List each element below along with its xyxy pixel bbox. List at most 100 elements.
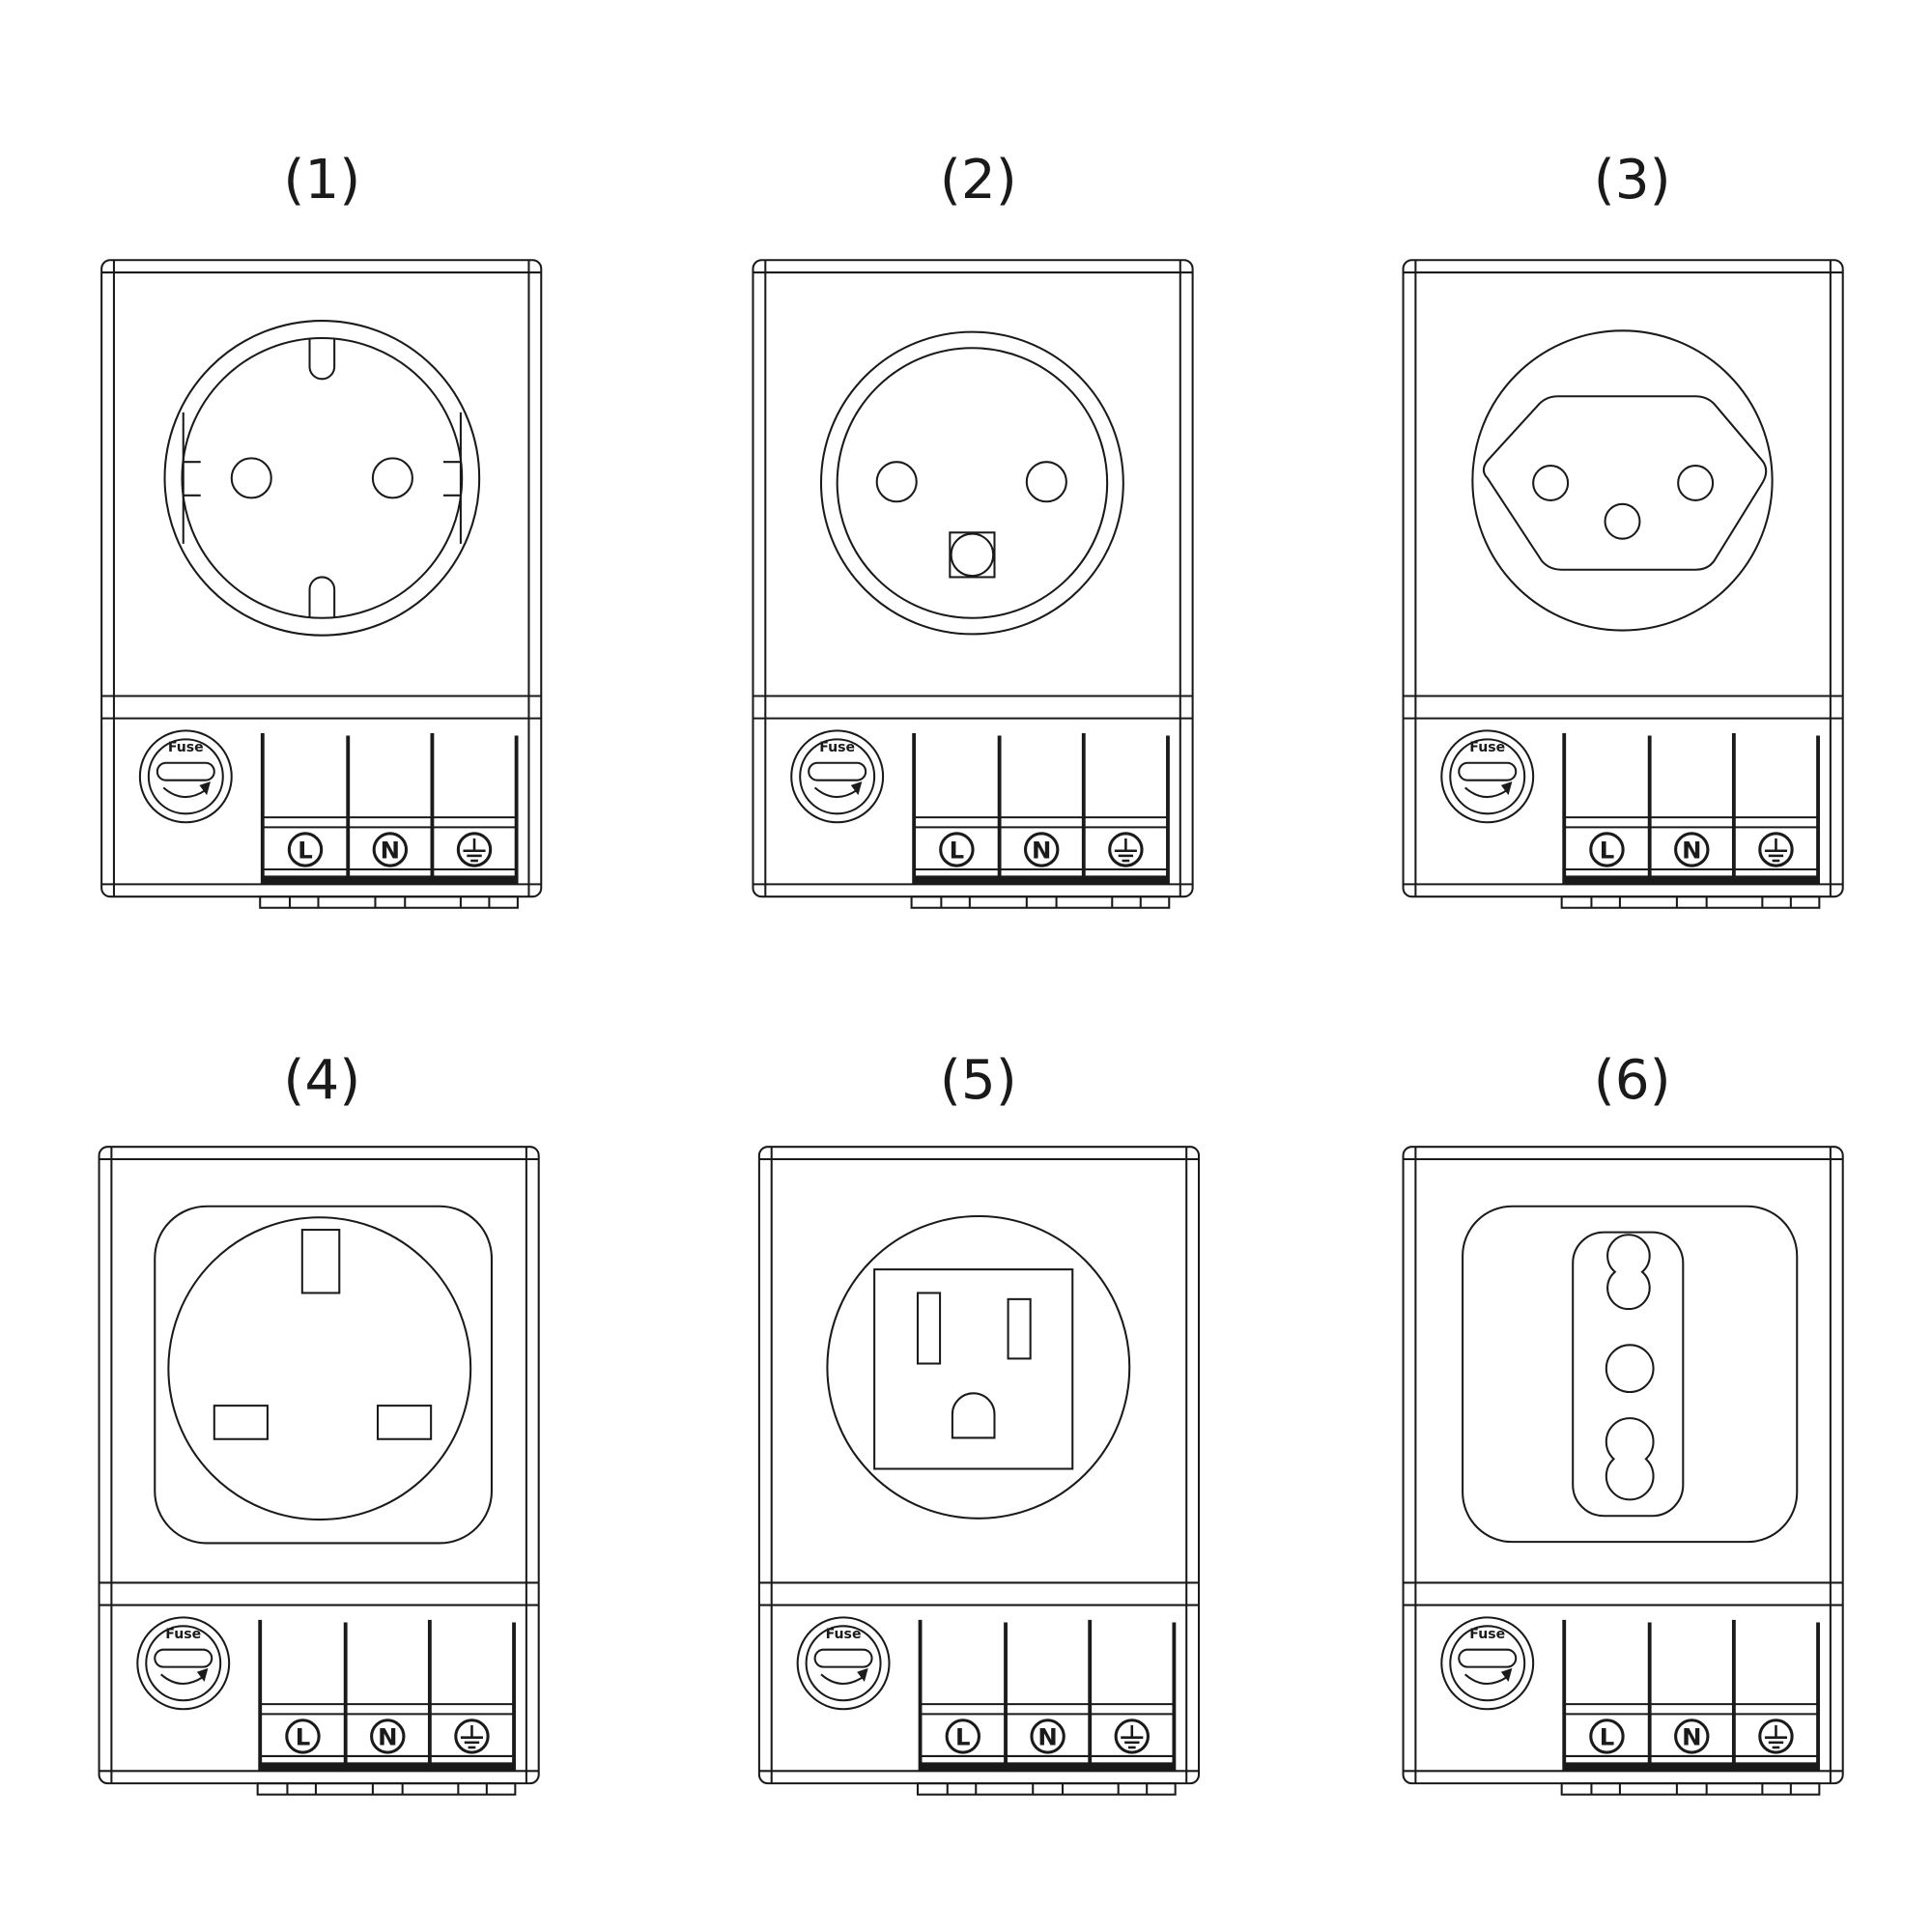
din-rail-clip bbox=[916, 1782, 1177, 1796]
rotate-arrow-icon bbox=[1463, 786, 1508, 799]
clip-outline bbox=[259, 895, 519, 909]
clip-outline bbox=[916, 1782, 1177, 1796]
neutral-terminal-icon: N bbox=[370, 1719, 406, 1754]
terminal-ring bbox=[456, 832, 493, 867]
rotate-arrow-icon bbox=[1463, 1673, 1508, 1685]
fuse-outer bbox=[790, 729, 885, 824]
neutral-slot bbox=[377, 1405, 433, 1440]
live-slot bbox=[213, 1405, 269, 1440]
fuse-slot-icon bbox=[156, 761, 215, 781]
pin-hole bbox=[1677, 465, 1715, 501]
socket-face-us bbox=[826, 1214, 1131, 1520]
fuse-inner bbox=[805, 1625, 882, 1702]
clip-outline bbox=[1560, 1782, 1821, 1796]
arrow-head-icon bbox=[196, 1667, 209, 1683]
fuse-outer bbox=[1440, 1616, 1535, 1711]
fuse-label: Fuse bbox=[168, 740, 204, 755]
terminal-ring bbox=[1589, 1719, 1625, 1754]
terminal-label: L bbox=[296, 1722, 311, 1750]
arrow-head-icon bbox=[199, 781, 211, 796]
fuse-label: Fuse bbox=[826, 1627, 862, 1642]
socket-face-french bbox=[819, 330, 1124, 636]
unit-label: (1) bbox=[283, 149, 360, 212]
fuse-label: Fuse bbox=[165, 1627, 201, 1642]
housing bbox=[1402, 1146, 1844, 1785]
socket-recess bbox=[836, 347, 1109, 619]
pin-hole bbox=[230, 457, 272, 499]
socket-plate bbox=[1462, 1205, 1799, 1544]
pin-hole-bottom bbox=[1605, 1417, 1655, 1501]
clip-outline bbox=[910, 895, 1171, 909]
earth-clip-bottom bbox=[308, 576, 336, 618]
din-rail-clip bbox=[1560, 1782, 1821, 1796]
live-terminal-icon: L bbox=[285, 1719, 321, 1754]
terminal-label: L bbox=[950, 836, 965, 864]
rotate-arrow-icon bbox=[159, 1673, 204, 1685]
fuse-holder: Fuse bbox=[1440, 1616, 1535, 1711]
terminal-ring bbox=[285, 1719, 321, 1754]
fuse-outer bbox=[138, 729, 233, 824]
terminal-ring bbox=[1674, 1719, 1710, 1754]
terminal-ring bbox=[1589, 832, 1625, 867]
fuse-inner bbox=[799, 738, 876, 815]
fuse-inner bbox=[1449, 738, 1526, 815]
rotate-arrow-icon bbox=[813, 786, 858, 799]
terminal-label: N bbox=[381, 836, 400, 864]
pin-hole bbox=[1025, 461, 1067, 503]
socket-rim bbox=[819, 330, 1124, 636]
fuse-label: Fuse bbox=[819, 740, 855, 755]
fuse-slot-icon bbox=[1458, 761, 1518, 781]
rotate-arrow-icon bbox=[820, 1673, 865, 1685]
housing bbox=[100, 259, 543, 898]
terminal-ring bbox=[1674, 832, 1710, 867]
din-rail-clip bbox=[1560, 895, 1821, 909]
terminal-label: L bbox=[298, 836, 313, 864]
socket-rim bbox=[167, 1216, 472, 1521]
housing bbox=[98, 1146, 540, 1785]
din-rail-clip bbox=[256, 1782, 517, 1796]
neutral-terminal-icon: N bbox=[1024, 832, 1060, 867]
housing bbox=[1402, 259, 1844, 898]
terminal-label: N bbox=[1032, 836, 1051, 864]
terminal-ring bbox=[1758, 1719, 1794, 1754]
neutral-terminal-icon: N bbox=[1674, 832, 1710, 867]
socket-recess bbox=[181, 336, 464, 619]
socket-recess bbox=[1572, 1231, 1685, 1518]
terminal-label: L bbox=[1600, 1722, 1615, 1750]
pin-hole bbox=[1532, 465, 1570, 501]
earth-ground-icon bbox=[1758, 832, 1794, 867]
earth-pin bbox=[950, 532, 995, 578]
terminal-base bbox=[1564, 1762, 1819, 1772]
pin-hole-top bbox=[1606, 1234, 1651, 1311]
socket-recess bbox=[1482, 395, 1768, 571]
fuse-holder: Fuse bbox=[790, 729, 885, 824]
neutral-terminal-icon: N bbox=[1030, 1719, 1065, 1754]
pin-hole bbox=[875, 461, 918, 503]
terminal-label: N bbox=[1682, 836, 1701, 864]
fuse-slot-icon bbox=[154, 1648, 213, 1668]
earth-pin-base bbox=[949, 531, 996, 579]
housing bbox=[757, 1146, 1201, 1785]
terminal-ring bbox=[287, 832, 324, 867]
earth-slot bbox=[300, 1229, 341, 1294]
arrow-head-icon bbox=[1500, 1667, 1513, 1683]
fuse-holder: Fuse bbox=[138, 729, 233, 824]
rotate-arrow-icon bbox=[162, 786, 207, 799]
terminal-label: N bbox=[1037, 1722, 1057, 1750]
unit-label: (3) bbox=[1594, 149, 1671, 212]
earth-hole bbox=[1605, 1344, 1655, 1394]
neutral-terminal-icon: N bbox=[1674, 1719, 1710, 1754]
earth-ground-icon bbox=[1758, 1719, 1794, 1754]
fuse-slot-icon bbox=[1458, 1648, 1518, 1668]
fuse-slot-icon bbox=[808, 761, 867, 781]
earth-ground-icon bbox=[456, 832, 493, 867]
clip-outline bbox=[256, 1782, 517, 1796]
neutral-terminal-icon: N bbox=[372, 832, 409, 867]
socket-face-swiss bbox=[1471, 329, 1774, 632]
